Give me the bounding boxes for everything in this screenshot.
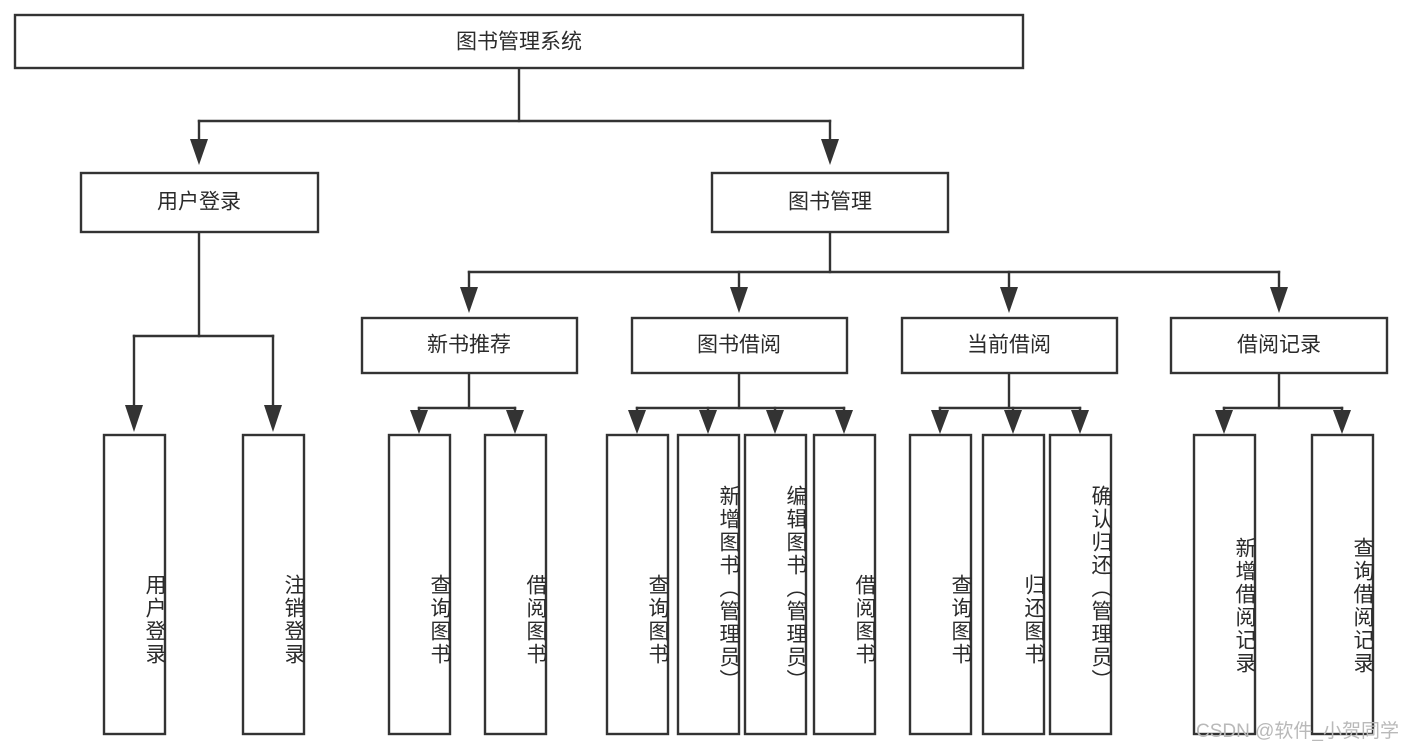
node-book-manage-box[interactable]	[710, 171, 950, 234]
node-current-borrow-label: 当前借阅	[967, 334, 1051, 357]
arrow-br-leaf-2	[1333, 410, 1351, 434]
arrow-bb-leaf-4	[835, 410, 853, 434]
node-new-book-recommend-box[interactable]	[360, 316, 579, 375]
leaf-boxes	[102, 433, 1375, 736]
connector-group-new-book-recommend	[410, 371, 524, 434]
node-root-label: 图书管理系统	[456, 31, 582, 54]
node-borrow-record[interactable]: 借阅记录	[1169, 316, 1389, 375]
node-root[interactable]: 图书管理系统	[13, 13, 1025, 70]
leaf-query-book-3-label: 查询图书	[949, 574, 972, 666]
leaf-user-login-box[interactable]	[102, 433, 167, 736]
leaf-add-book-label: 新增图书（管理员）	[717, 484, 740, 692]
leaf-add-record-box[interactable]	[1192, 433, 1257, 736]
arrow-book-manage-to-book-borrow	[730, 287, 748, 313]
leaf-user-login-label: 用户登录	[143, 574, 166, 666]
arrow-cb-leaf-1	[931, 410, 949, 434]
arrow-book-manage-to-new-book-recommend	[460, 287, 478, 313]
arrow-book-manage-to-current-borrow	[1000, 287, 1018, 313]
csdn-watermark: CSDN @软件_小贺同学	[1196, 721, 1399, 742]
arrow-bb-leaf-1	[628, 410, 646, 434]
node-book-borrow[interactable]: 图书借阅	[630, 316, 849, 375]
leaf-user-logout-box[interactable]	[241, 433, 306, 736]
node-current-borrow-box[interactable]	[900, 316, 1119, 375]
node-new-book-recommend-label: 新书推荐	[427, 334, 511, 357]
connector-group-book-manage	[460, 231, 1288, 313]
node-book-borrow-box[interactable]	[630, 316, 849, 375]
connector-group-root	[190, 67, 839, 165]
arrow-user-login-leaf-2	[264, 405, 282, 432]
leaf-borrow-book-1-label: 借阅图书	[524, 574, 547, 666]
arrow-cb-leaf-2	[1004, 410, 1022, 434]
leaf-user-logout-label: 注销登录	[282, 574, 305, 666]
leaf-borrow-book-1-box[interactable]	[483, 433, 548, 736]
arrow-br-leaf-1	[1215, 410, 1233, 434]
arrow-root-to-book-manage	[821, 139, 839, 165]
node-new-book-recommend[interactable]: 新书推荐	[360, 316, 579, 375]
node-user-login[interactable]: 用户登录	[79, 171, 320, 234]
leaf-query-book-2-box[interactable]	[605, 433, 670, 736]
arrow-bb-leaf-2	[699, 410, 717, 434]
leaf-edit-book-label: 编辑图书（管理员）	[784, 484, 807, 692]
node-root-box[interactable]	[13, 13, 1025, 70]
arrow-cb-leaf-3	[1071, 410, 1089, 434]
arrow-book-manage-to-borrow-record	[1270, 287, 1288, 313]
leaf-add-book-box[interactable]	[676, 433, 741, 736]
node-user-login-label: 用户登录	[157, 191, 241, 214]
node-borrow-record-box[interactable]	[1169, 316, 1389, 375]
node-book-manage-label: 图书管理	[788, 191, 872, 214]
connector-group-borrow-record	[1215, 371, 1351, 434]
leaf-query-book-1-box[interactable]	[387, 433, 452, 736]
connector-group-current-borrow	[931, 371, 1089, 434]
arrow-root-to-user-login	[190, 139, 208, 165]
leaf-query-book-3-box[interactable]	[908, 433, 973, 736]
node-borrow-record-label: 借阅记录	[1237, 334, 1321, 357]
arrow-bb-leaf-3	[766, 410, 784, 434]
leaf-return-book-label: 归还图书	[1022, 574, 1045, 666]
leaf-borrow-book-2-label: 借阅图书	[853, 574, 876, 666]
leaf-confirm-return-label: 确认归还（管理员）	[1089, 484, 1112, 692]
leaf-query-book-2-label: 查询图书	[646, 574, 669, 666]
leaf-borrow-book-2-box[interactable]	[812, 433, 877, 736]
leaf-query-record-box[interactable]	[1310, 433, 1375, 736]
connector-group-book-borrow	[628, 371, 853, 434]
leaf-return-book-box[interactable]	[981, 433, 1046, 736]
leaf-confirm-return-box[interactable]	[1048, 433, 1113, 736]
node-user-login-box[interactable]	[79, 171, 320, 234]
arrow-user-login-leaf-1	[125, 405, 143, 432]
leaf-query-book-1-label: 查询图书	[428, 574, 451, 666]
node-book-manage[interactable]: 图书管理	[710, 171, 950, 234]
leaf-query-record-label: 查询借阅记录	[1351, 536, 1374, 675]
node-current-borrow[interactable]: 当前借阅	[900, 316, 1119, 375]
arrow-nbr-leaf-2	[506, 410, 524, 434]
leaf-add-record-label: 新增借阅记录	[1233, 536, 1256, 675]
node-book-borrow-label: 图书借阅	[697, 334, 781, 357]
arrow-nbr-leaf-1	[410, 410, 428, 434]
leaf-edit-book-box[interactable]	[743, 433, 808, 736]
connector-group-user-login	[125, 231, 282, 432]
